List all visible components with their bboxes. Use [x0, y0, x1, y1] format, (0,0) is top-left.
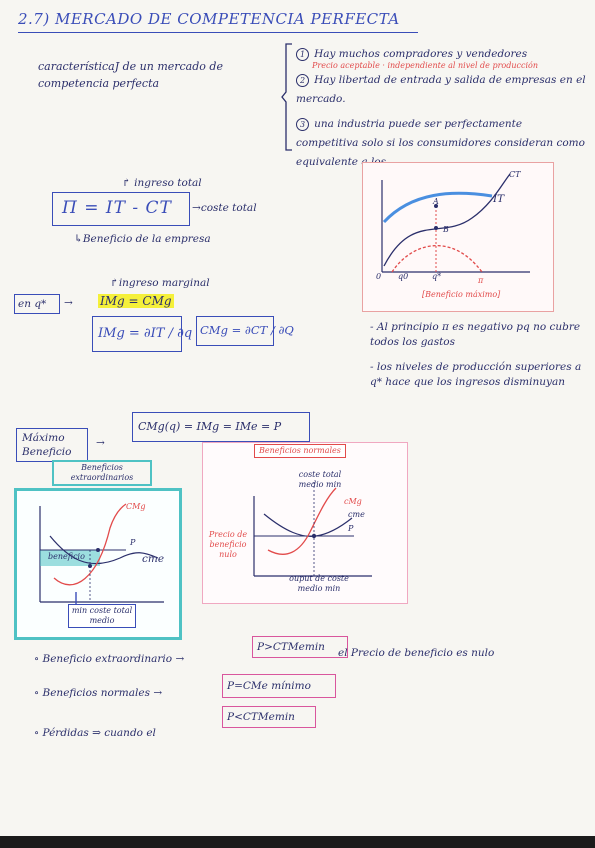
normal-label-price: Precio de beneficio nulo: [208, 530, 248, 559]
bullet-normales-box: [222, 674, 336, 698]
cmg-formula: CMg = ∂CT / ∂Q: [200, 323, 294, 337]
item-text: Hay muchos compradores y vendedores: [314, 48, 528, 60]
arrow-right-icon: →: [175, 653, 185, 665]
item-number: 1: [296, 48, 309, 61]
bullet-extraordinario-condition: P>CTMemin: [257, 641, 325, 653]
page-title: 2.7) MERCADO DE COMPETENCIA PERFECTA: [18, 10, 400, 28]
en-q-label: en q*: [18, 298, 47, 310]
item-text: Hay libertad de entrada y salida de empr…: [296, 74, 586, 105]
item-text: una industria puede ser perfectamente co…: [296, 118, 585, 168]
coste-total-label: →coste total: [192, 202, 257, 214]
normal-label-out: ouput de coste medio min: [289, 574, 349, 593]
en-q-box: [14, 294, 60, 314]
normal-label-p: P: [348, 524, 354, 533]
arrow-corner-icon: ↳: [74, 233, 83, 245]
characteristics-heading: característicaJ de un mercado de compete…: [38, 60, 223, 90]
arrow-right-icon: →: [64, 297, 73, 309]
arrow-up-icon: ↱: [110, 277, 119, 289]
normal-label-cmg: cMg: [344, 497, 362, 506]
label-pi: π: [478, 276, 484, 285]
graph-normales: [253, 482, 372, 577]
title-underline: [18, 32, 418, 33]
label-a: A: [433, 197, 439, 206]
label-pi-note: [Beneficio máximo]: [422, 290, 501, 299]
bullet-dot-icon: ∘: [34, 727, 40, 739]
label-ct: CT: [509, 170, 521, 179]
label-qstar: q*: [432, 272, 442, 281]
graph-extraordinarios: [39, 503, 164, 608]
bullet-extraordinario-box: [252, 636, 348, 658]
bullet-normales: ∘ Beneficios normales →: [34, 687, 163, 699]
arrow-right-icon: →: [153, 687, 163, 699]
extra-label-cme: cme: [142, 553, 165, 565]
bullet-extraordinario: ∘ Beneficio extraordinario →: [34, 653, 185, 665]
beneficio-label: ↳Beneficio de la empresa: [74, 233, 211, 245]
bottom-edge: [0, 836, 595, 848]
arrow-up-icon: ↱: [122, 177, 131, 189]
arrow-right-icon: →: [96, 437, 105, 449]
cmg-formula-box: [196, 316, 274, 346]
img-formula: IMg = ∂IT / ∂q: [98, 326, 193, 341]
characteristic-item-2: 2 Hay libertad de entrada y salida de em…: [296, 68, 586, 106]
normal-label-cme: cme: [348, 510, 365, 519]
graph-card-normales: [202, 442, 408, 604]
graph-normal-title: Beneficios normales: [254, 444, 346, 458]
normal-label-ctmm: coste total medio min: [298, 470, 342, 489]
extra-label-min: min coste total medio: [68, 604, 136, 628]
img-formula-box: [92, 316, 182, 352]
graph-ct-it: [381, 173, 530, 273]
extra-label-benef: beneficio: [48, 552, 85, 561]
characteristic-item-3: 3 una industria puede ser perfectamente …: [296, 112, 586, 169]
max-benefit-equation-box: [132, 412, 310, 442]
bullet-perdidas: ∘ Pérdidas ⇒ cuando el: [34, 727, 156, 739]
item-number: 3: [296, 118, 309, 131]
max-benefit-equation: CMg(q) = IMg = IMe = P: [138, 420, 282, 433]
bullet-dot-icon: ∘: [34, 653, 40, 665]
marginal-equation: IMg = CMg: [98, 294, 174, 308]
ingreso-marginal-label: ↱ingreso marginal: [110, 277, 210, 289]
graph-extra-title: Beneficios extraordinarios: [52, 460, 152, 486]
label-origin: 0: [376, 272, 382, 281]
label-b: B: [443, 225, 449, 234]
ingreso-total-label: ↱ ingreso total: [122, 177, 202, 189]
extra-label-cmg: CMg: [126, 502, 146, 511]
arrow-right-icon: ⇒: [92, 727, 101, 739]
bullet-normales-condition: P=CMe mínimo: [227, 680, 311, 692]
extra-label-p: P: [130, 538, 136, 547]
bullet-perdidas-box: [222, 706, 316, 728]
label-q0: q0: [398, 272, 409, 281]
bullet-perdidas-condition: P<CTMemin: [227, 711, 295, 723]
item-number: 2: [296, 74, 309, 87]
note-2: - los niveles de producción superiores a…: [370, 361, 582, 388]
bullet-normales-extra: el Precio de beneficio es nulo: [338, 647, 495, 659]
note-1: - Al principio π es negativo pq no cubre…: [370, 321, 581, 348]
bracket-icon: [281, 43, 292, 151]
label-it: IT: [493, 193, 505, 205]
profit-formula: Π = IT - CT: [62, 198, 172, 218]
graph-card-ct-it: [362, 162, 554, 312]
arrow-right-icon: →: [192, 202, 201, 214]
profit-formula-box: [52, 192, 190, 226]
item-note: Precio aceptable · independiente al nive…: [312, 61, 538, 70]
bullet-dot-icon: ∘: [34, 687, 40, 699]
characteristic-item-1: 1 Hay muchos compradores y vendedores Pr…: [296, 42, 586, 71]
max-benefit-label: Máximo Beneficio: [22, 432, 72, 458]
